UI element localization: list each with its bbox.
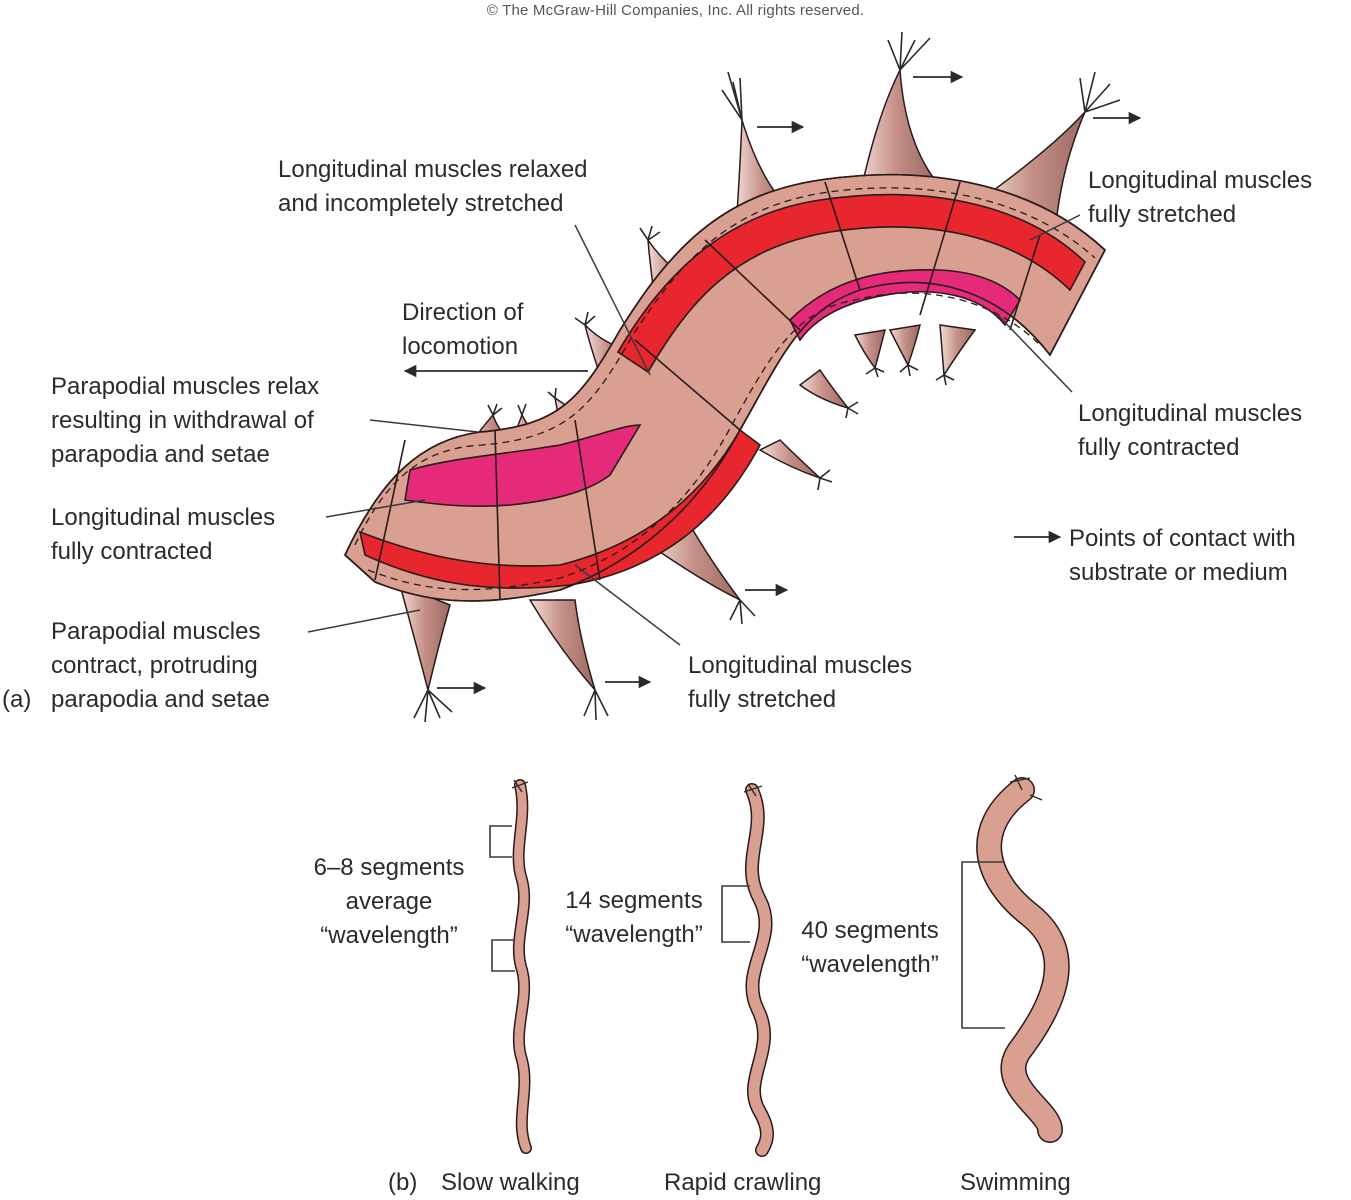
worm-rapid-crawling (743, 783, 774, 1157)
leader-lines (307, 214, 1081, 646)
label-parapodial-contract: Parapodial muscles contract, protruding … (51, 618, 270, 713)
label-longitudinal-stretched-bottom: Longitudinal muscles fully stretched (688, 652, 913, 713)
label-slow-walking-wavelength: 6–8 segments average “wavelength” (313, 854, 465, 949)
worm-body (344, 173, 1106, 602)
label-rapid-crawling-wavelength: 14 segments “wavelength” (565, 887, 703, 948)
worm-swimming (976, 774, 1070, 1143)
label-longitudinal-relaxed: Longitudinal muscles relaxed and incompl… (278, 156, 588, 217)
wavelength-brackets (489, 825, 1005, 1029)
label-longitudinal-stretched-top: Longitudinal muscles fully stretched (1088, 167, 1313, 228)
panel-a-tag: (a) (2, 686, 32, 713)
label-direction-of-locomotion: Direction of locomotion (402, 299, 524, 360)
caption-swimming: Swimming (960, 1169, 1071, 1196)
parapodia-group (398, 67, 1086, 691)
caption-slow-walking: Slow walking (441, 1169, 580, 1196)
label-longitudinal-contracted-left: Longitudinal muscles fully contracted (51, 504, 276, 565)
worm-slow-walking (511, 779, 532, 1154)
panel-b-tag: (b) (388, 1169, 418, 1196)
contact-arrows (403, 70, 1142, 695)
caption-rapid-crawling: Rapid crawling (664, 1169, 822, 1196)
label-swimming-wavelength: 40 segments “wavelength” (801, 917, 939, 978)
setae-group (413, 31, 1121, 723)
label-points-of-contact: Points of contact with substrate or medi… (1069, 525, 1296, 586)
label-longitudinal-contracted-right: Longitudinal muscles fully contracted (1078, 400, 1303, 461)
label-parapodial-relax: Parapodial muscles relax resulting in wi… (51, 373, 320, 468)
copyright-notice: © The McGraw-Hill Companies, Inc. All ri… (486, 2, 865, 19)
